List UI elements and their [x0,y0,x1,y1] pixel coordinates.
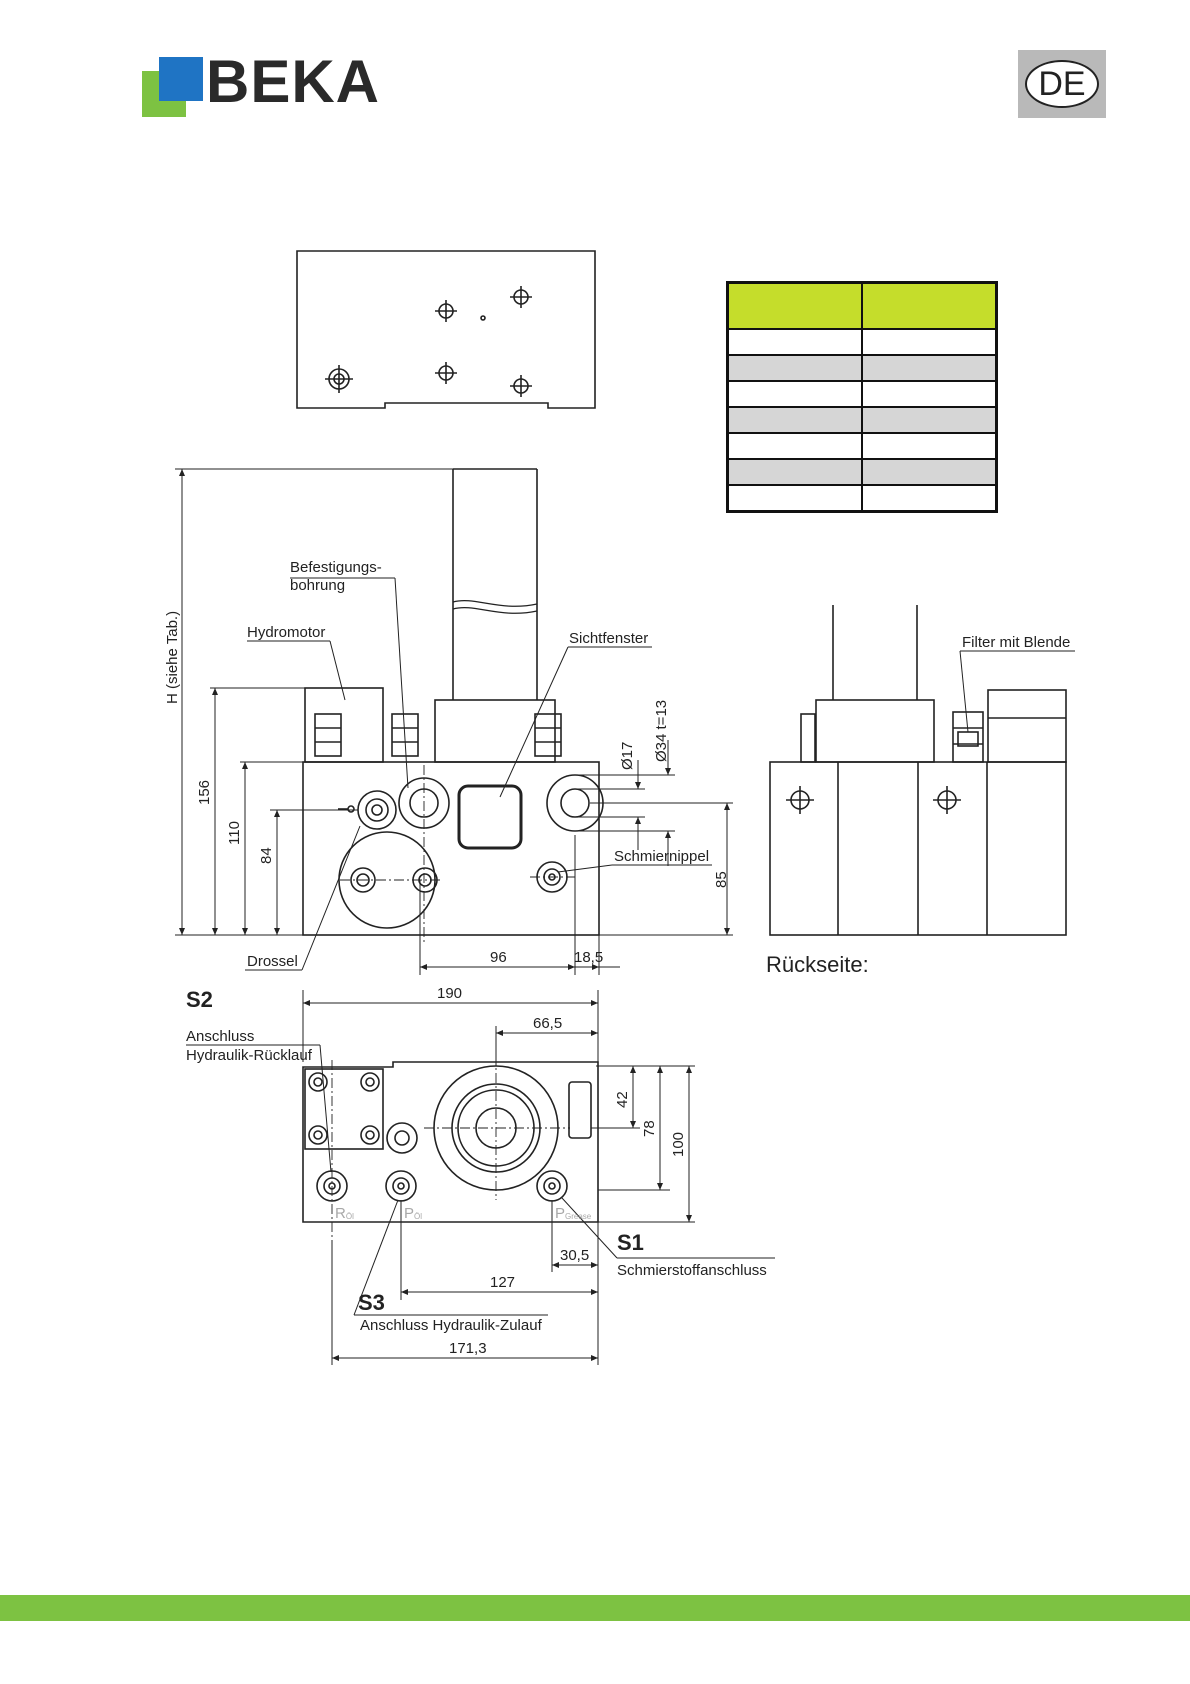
label-s3: S3 [358,1290,385,1315]
spec-table-row [726,432,998,460]
spec-table-header [726,281,998,330]
label-s1-text: Schmierstoffanschluss [617,1262,767,1279]
dim-127: 127 [490,1274,515,1291]
label-filter: Filter mit Blende [962,634,1070,651]
label-schmiernippel: Schmiernippel [614,848,709,865]
mounting-hole-icon [510,286,532,308]
mounting-hole-icon [786,786,814,814]
spec-table-header-cell [726,281,863,330]
port-label-p: PÖl [404,1205,422,1222]
spec-table-row [726,406,998,434]
spec-table-row [726,328,998,356]
dim-18-5: 18,5 [574,949,603,966]
top-view [296,250,596,409]
port-labels: RÖl PÖl PGrease [335,1205,592,1222]
dim-84: 84 [258,847,275,864]
mounting-hole-icon [325,365,353,393]
dim-66-5: 66,5 [533,1015,562,1032]
label-s2-line1: Anschluss [186,1028,254,1045]
footer-bar [0,1595,1190,1621]
label-s3-text: Anschluss Hydraulik-Zulauf [360,1317,543,1334]
label-befestigung-2: bohrung [290,577,345,594]
logo-blue-square [159,57,203,101]
dim-96: 96 [490,949,507,966]
dimension-lines [175,468,1075,1365]
port-label-p-grease: PGrease [555,1205,592,1222]
spec-table-header-cell [861,281,998,330]
beka-logo: BEKA [142,48,412,119]
spec-table-row [726,354,998,382]
mounting-hole-icon [933,786,961,814]
label-s2: S2 [186,987,213,1012]
drawing-labels: Befestigungs- bohrung Hydromotor Sichtfe… [164,559,1070,1357]
logo-wordmark: BEKA [206,48,381,115]
dim-78: 78 [641,1120,658,1137]
dim-34: Ø34 t=13 [653,700,670,762]
label-drossel: Drossel [247,953,298,970]
label-s2-line2: Hydraulik-Rücklauf [186,1047,313,1064]
dim-17: Ø17 [619,742,636,770]
label-hydromotor: Hydromotor [247,624,325,641]
mounting-hole-icon [510,375,532,397]
mounting-hole-icon [435,362,457,384]
label-befestigung-1: Befestigungs- [290,559,382,576]
dim-110: 110 [226,821,243,845]
centerlines [331,765,575,1240]
spec-table-row [726,380,998,408]
front-view [302,468,604,936]
dim-85: 85 [713,871,730,888]
label-sichtfenster: Sichtfenster [569,630,648,647]
spec-table [726,281,998,513]
dim-156: 156 [196,780,213,805]
label-s1: S1 [617,1230,644,1255]
port-label-r: RÖl [335,1205,354,1222]
label-rueckseite: Rückseite: [766,952,869,977]
spec-table-row [726,458,998,486]
dim-42: 42 [614,1091,631,1108]
language-badge[interactable]: DE [1018,50,1106,118]
dim-100: 100 [670,1132,687,1157]
bottom-view [302,1061,599,1223]
dim-171-3: 171,3 [449,1340,487,1357]
rear-view [769,605,1067,936]
spec-table-row [726,484,998,513]
language-badge-label: DE [1025,60,1099,108]
dim-30-5: 30,5 [560,1247,589,1264]
label-h: H (siehe Tab.) [164,611,181,704]
dim-190: 190 [437,985,462,1002]
mounting-hole-icon [435,300,457,322]
